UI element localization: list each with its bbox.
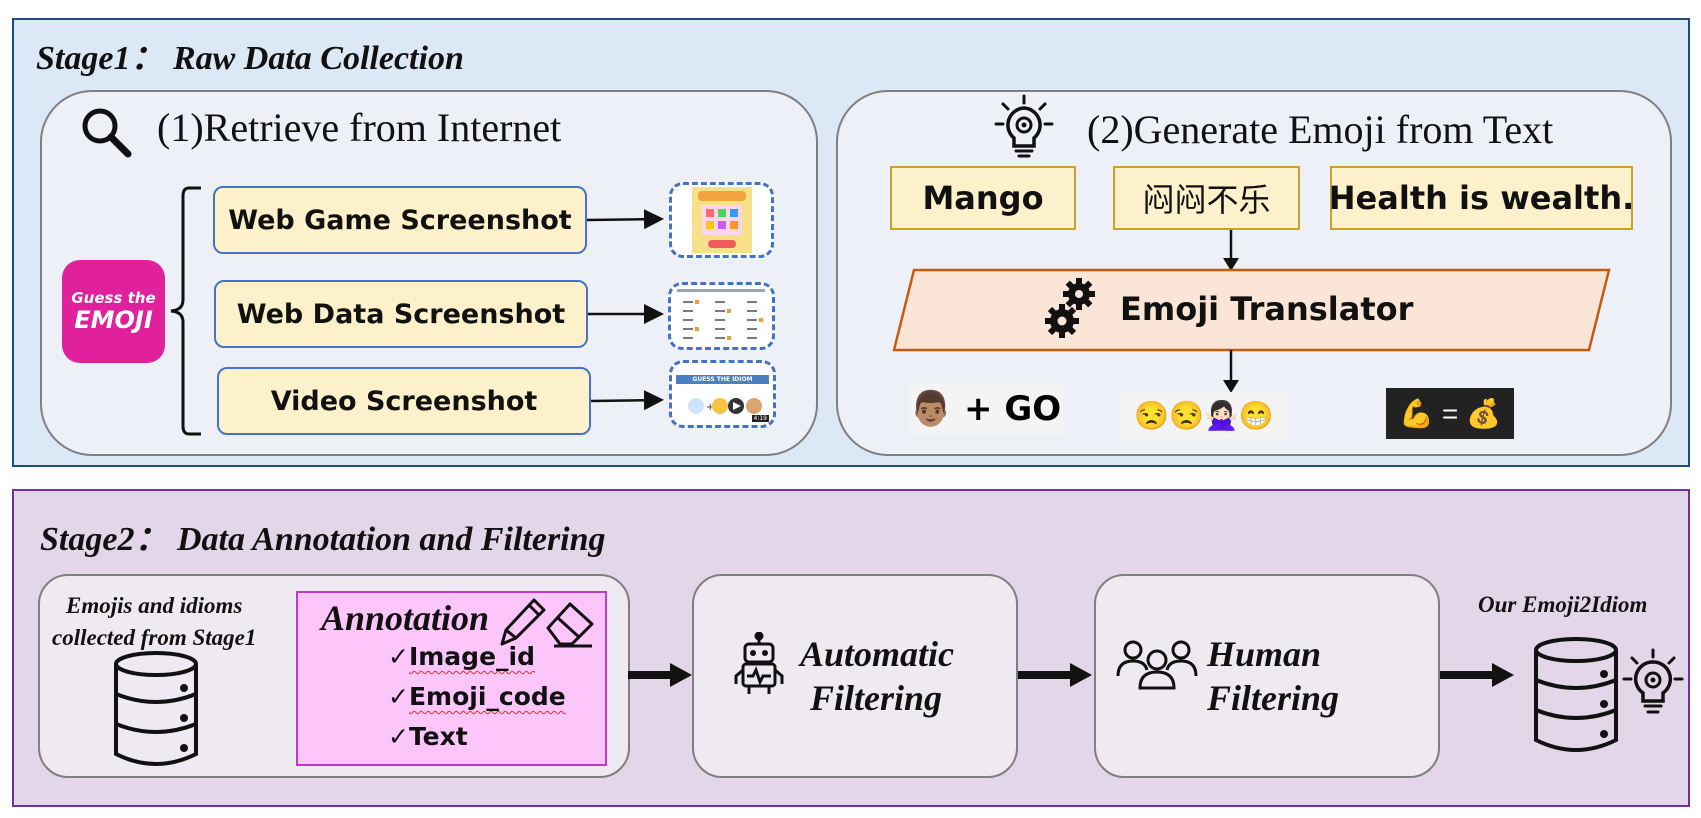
video-thumbnail: GUESS THE IDIOM + 4:19 [669,360,776,428]
flow-arrow-3 [1438,663,1514,687]
output-caption: Our Emoji2Idiom [1478,592,1648,617]
gears-icon [1045,278,1095,338]
annotation-title: Annotation [321,598,490,638]
guess-the-emoji-logo: Guess the EMOJI [62,260,165,363]
stage2-title: Stage2： Data Annotation and Filtering [40,521,606,558]
source-web-data: Web Data Screenshot [214,280,588,348]
human-filtering-label: Human Filtering [1207,634,1340,718]
input-health-is-wealth: Health is wealth. [1329,166,1634,230]
web-game-thumbnail [669,182,774,258]
arrow-from-translator [1223,350,1239,393]
source-video: Video Screenshot [217,367,591,435]
pencil-icon [500,598,546,646]
retrieve-heading: (1)Retrieve from Internet [157,105,562,150]
web-data-thumbnail [668,282,775,350]
annotation-item-text: ✓Text [388,722,468,751]
annotation-item-image-id: ✓Image_id [388,642,535,671]
svg-text:+: + [706,402,714,413]
input-mango: Mango [890,166,1076,230]
flow-arrow-2 [1016,663,1092,687]
video-banner: GUESS THE IDIOM [676,375,769,384]
search-icon [82,108,132,158]
people-icon [1116,640,1198,690]
stage1-title: Stage1： Raw Data Collection [36,40,464,77]
source-caption: Emojis and idioms collected from Stage1 [52,593,257,650]
source-arrows [587,209,664,411]
flow-arrow-1 [628,663,692,687]
bracket-connector [170,186,201,436]
arrow-to-translator [1223,230,1239,271]
output-database-icon [1534,637,1618,752]
output-mango-emoji: 👨🏽 + GO [908,384,1063,434]
lightbulb-gear-icon [994,94,1054,158]
database-icon [114,651,198,766]
robot-icon [734,632,784,694]
output-health-emoji: 💪 = 💰 [1386,388,1514,439]
input-chinese-idiom: 闷闷不乐 [1113,166,1300,230]
automatic-filtering-label: Automatic Filtering [800,634,955,718]
generate-heading: (2)Generate Emoji from Text [1087,107,1554,152]
source-web-game: Web Game Screenshot [213,186,587,254]
automatic-filtering-panel [692,574,1018,778]
human-filtering-panel [1094,574,1440,778]
annotation-item-emoji-code: ✓Emoji_code [388,682,566,711]
video-duration: 4:19 [751,415,769,422]
translator-label: Emoji Translator [1120,290,1414,328]
output-idiom-emoji: 😒😒🙅🏻‍♀️😁 [1120,392,1288,439]
database-bulb-icon [1622,648,1684,714]
eraser-icon [546,602,594,648]
